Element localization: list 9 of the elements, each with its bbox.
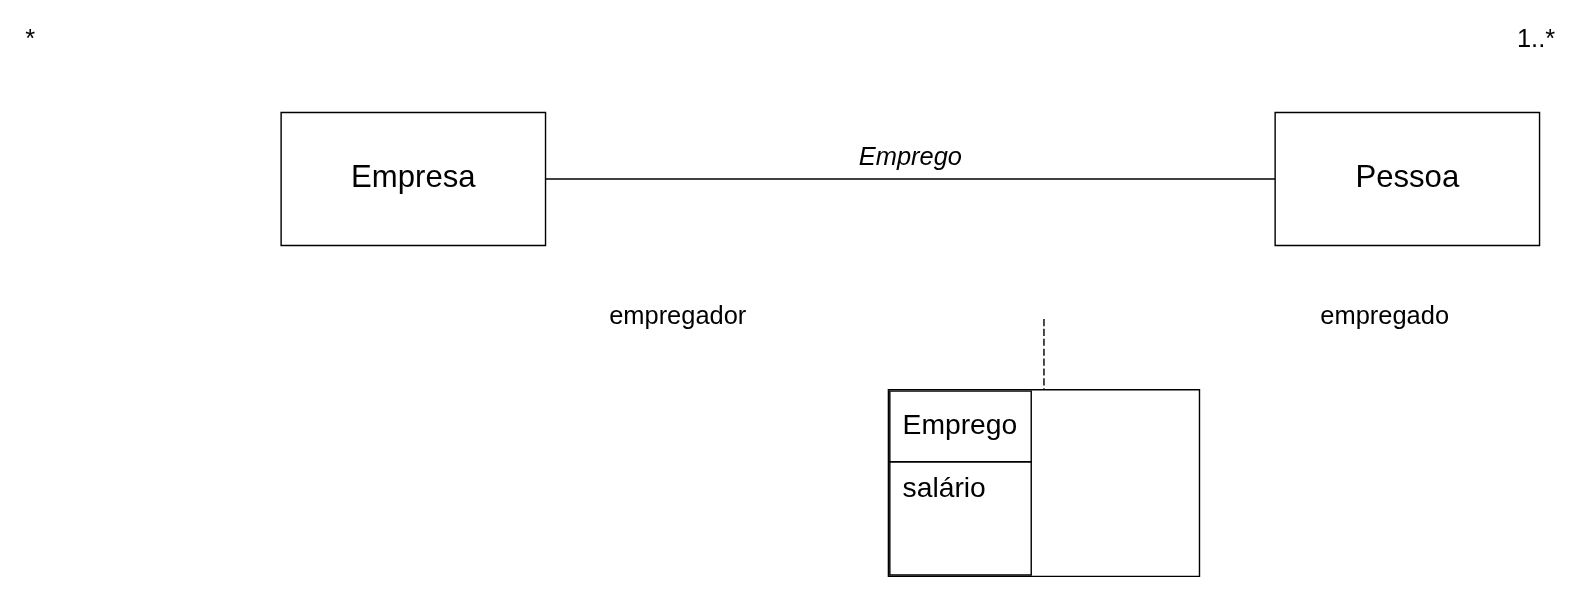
label: empregador — [609, 300, 747, 329]
connector — [545, 178, 1276, 180]
connector — [1043, 318, 1045, 391]
node-box: Pessoa — [1274, 111, 1541, 247]
edge-label: Emprego — [858, 142, 962, 171]
node-box: Empresa — [280, 111, 547, 247]
label: * — [25, 23, 36, 52]
label: empregado — [1320, 300, 1450, 329]
label: 1..* — [1516, 23, 1556, 52]
